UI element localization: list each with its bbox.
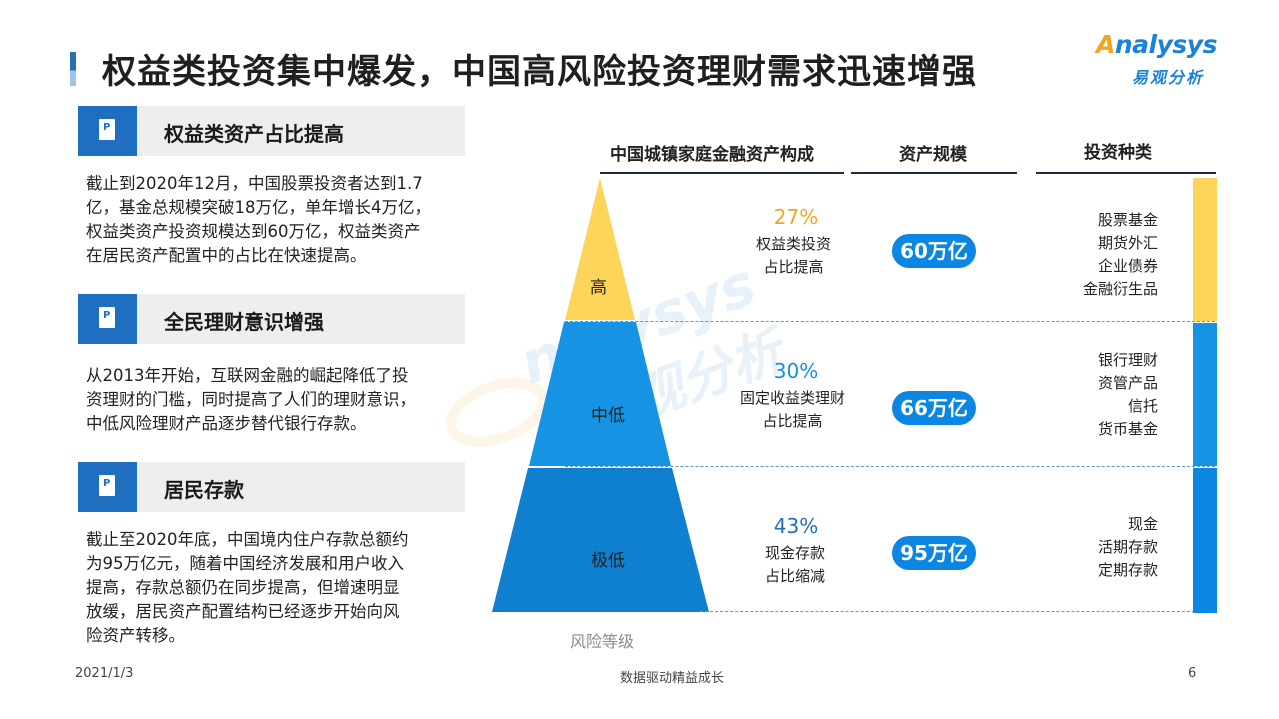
section-header-equity: P 权益类资产占比提高	[78, 106, 465, 156]
tier-percentage: 27%	[773, 205, 819, 229]
tier-color-bar	[1193, 178, 1217, 321]
asset-scale-badge: 66万亿	[892, 391, 976, 425]
tier-separator	[700, 611, 1215, 612]
tier-level-label: 极低	[591, 551, 625, 571]
section-title: 权益类资产占比提高	[164, 122, 344, 146]
tier-description: 现金存款占比缩减	[765, 544, 826, 585]
tier-level-label: 中低	[591, 406, 625, 426]
column-header-scale: 资产规模	[899, 145, 967, 165]
tier-level-label: 高	[590, 278, 607, 298]
section-title: 全民理财意识增强	[164, 310, 324, 334]
section-body-equity: 截止到2020年12月，中国股票投资者达到1.7 亿，基金总规模突破18万亿，单…	[86, 174, 431, 265]
investment-types-list: 股票基金期货外汇 企业债券金融衍生品	[1082, 211, 1158, 298]
tier-separator	[565, 321, 1215, 322]
tier-color-bar	[1193, 468, 1217, 613]
section-title: 居民存款	[164, 478, 244, 502]
pyramid-tier-mid-low	[529, 322, 671, 466]
document-icon: P	[78, 294, 137, 344]
asset-scale-badge: 95万亿	[892, 536, 976, 570]
footer-date: 2021/1/3	[75, 666, 134, 681]
investment-types-list: 现金活期存款 定期存款	[1097, 515, 1158, 579]
column-underline	[851, 172, 1017, 174]
title-accent-bar	[70, 52, 76, 86]
investment-types-list: 银行理财资管产品 信托货币基金	[1097, 351, 1158, 438]
risk-axis-label: 风险等级	[570, 632, 635, 651]
asset-scale-badge: 60万亿	[892, 234, 976, 268]
column-underline	[1036, 172, 1216, 174]
tier-percentage: 43%	[773, 514, 819, 538]
footer-slogan: 数据驱动精益成长	[620, 671, 725, 686]
brand-logo-cn: 易观分析	[1132, 68, 1205, 87]
page-title: 权益类投资集中爆发，中国高风险投资理财需求迅速增强	[102, 52, 977, 92]
brand-logo: Analysys	[1096, 30, 1217, 59]
tier-description: 权益类投资占比提高	[756, 235, 832, 276]
tier-percentage: 30%	[773, 359, 819, 383]
column-underline	[600, 172, 844, 174]
section-header-awareness: P 全民理财意识增强	[78, 294, 465, 344]
section-body-deposits: 截止至2020年底，中国境内住户存款总额约 为95万亿元，随着中国经济发展和用户…	[86, 530, 409, 645]
section-header-deposits: P 居民存款	[78, 462, 465, 512]
tier-color-bar	[1193, 323, 1217, 466]
column-header-composition: 中国城镇家庭金融资产构成	[610, 145, 814, 165]
tier-separator	[565, 466, 1215, 467]
column-header-types: 投资种类	[1084, 143, 1152, 163]
tier-description: 固定收益类理财占比提高	[740, 389, 846, 430]
risk-pyramid	[492, 178, 709, 612]
document-icon: P	[78, 462, 137, 512]
page-number: 6	[1188, 666, 1197, 681]
pyramid-tier-high	[565, 178, 635, 320]
section-body-awareness: 从2013年开始，互联网金融的崛起降低了投 资理财的门槛，同时提高了人们的理财意…	[86, 366, 416, 433]
pyramid-tier-very-low	[492, 468, 709, 612]
document-icon: P	[78, 106, 137, 156]
